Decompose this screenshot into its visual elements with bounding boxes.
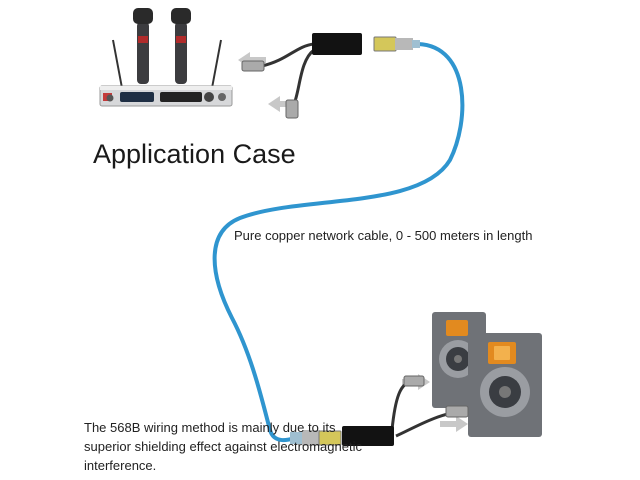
- wireless-microphone-receiver: [99, 39, 233, 107]
- adapter-box-top: [312, 33, 362, 55]
- network-cable: [212, 42, 465, 443]
- wiring-note-line: The 568B wiring method is mainly due to …: [84, 420, 336, 435]
- xlr-plug-icon: [390, 375, 469, 438]
- speaker-icon: [468, 333, 542, 437]
- rj45-plug-icon: [373, 36, 420, 52]
- microphone-icon: [133, 8, 191, 84]
- wiring-note-line: superior shielding effect against electr…: [84, 439, 362, 454]
- rj45-plug-icon: [290, 430, 342, 446]
- xlr-plug-icon: [241, 42, 316, 119]
- cable-caption: Pure copper network cable, 0 - 500 meter…: [234, 228, 533, 243]
- wiring-note-line: interference.: [84, 458, 157, 473]
- arrow-right-icon: [440, 416, 468, 432]
- diagram-title: Application Case: [93, 139, 296, 169]
- adapter-box-bottom: [342, 426, 394, 446]
- wiring-note: The 568B wiring method is mainly due to …: [84, 418, 404, 475]
- arrow-left-icon: [268, 96, 296, 112]
